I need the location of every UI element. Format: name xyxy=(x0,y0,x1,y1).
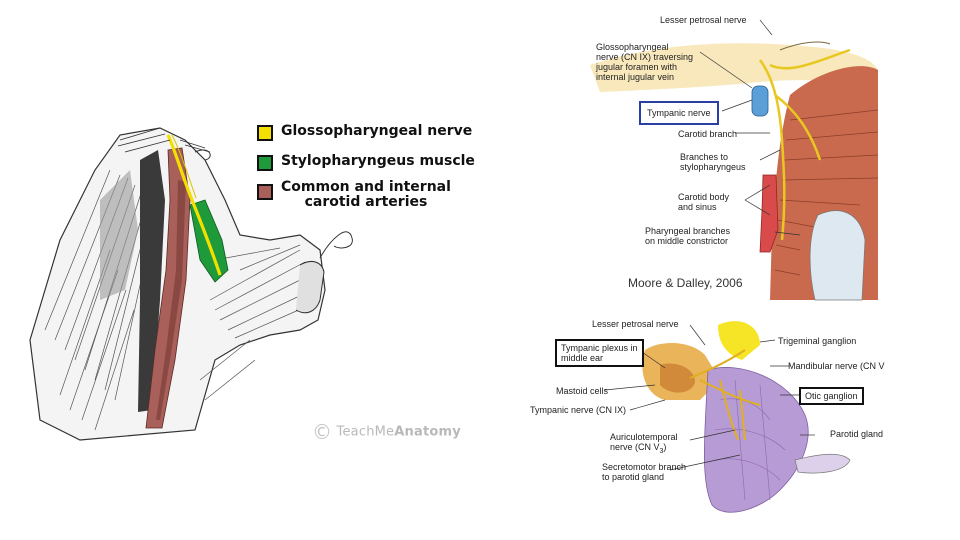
legend-swatch-green xyxy=(257,155,273,171)
legend-label-line1: Common and internal xyxy=(281,179,451,195)
label-carotid-branch: Carotid branch xyxy=(678,129,737,139)
label-glosso-line: internal jugular vein xyxy=(596,72,693,82)
parotid-duct xyxy=(795,454,850,473)
neck-dissection-illustration xyxy=(0,0,480,540)
watermark-text-b: Anatomy xyxy=(394,425,461,440)
label-line: stylopharyngeus xyxy=(680,162,746,172)
label-line: Secretomotor branch xyxy=(602,462,686,472)
copyright-icon: © xyxy=(312,420,332,444)
label-line: Auriculotemporal xyxy=(610,432,678,442)
label-glosso-line: Glossopharyngeal xyxy=(596,42,693,52)
label-lesser-petrosal-top: Lesser petrosal nerve xyxy=(660,15,747,25)
carotid-vessel xyxy=(760,175,778,252)
label-line: Branches to xyxy=(680,152,746,162)
label-carotid-body: Carotid body and sinus xyxy=(678,192,729,212)
legend-swatch-yellow xyxy=(257,125,273,141)
legend-item-glossopharyngeal: Glossopharyngeal nerve xyxy=(257,124,472,141)
lip-curl xyxy=(320,232,352,258)
label-lesser-petrosal-bottom: Lesser petrosal nerve xyxy=(592,319,679,329)
label-line-composite: nerve (CN V3) xyxy=(610,442,678,457)
label-glosso-line: jugular foramen with xyxy=(596,62,693,72)
label-line: Carotid body xyxy=(678,192,729,202)
legend-label-multiline: Common and internal carotid arteries xyxy=(281,180,451,210)
label-mastoid-cells: Mastoid cells xyxy=(556,386,608,396)
legend-item-stylopharyngeus: Stylopharyngeus muscle xyxy=(257,154,475,171)
label-secretomotor: Secretomotor branch to parotid gland xyxy=(602,462,686,482)
middle-ear xyxy=(660,364,695,393)
figure-credit: Moore & Dalley, 2006 xyxy=(628,276,743,290)
label-line: and sinus xyxy=(678,202,729,212)
cartilage xyxy=(810,211,865,300)
parotid-lobules xyxy=(715,380,785,500)
internal-jugular-vein xyxy=(752,86,768,116)
otic-nerves xyxy=(690,350,760,440)
label-mandibular-nerve: Mandibular nerve (CN V xyxy=(788,361,885,371)
label-tympanic-plexus: Tympanic plexus in middle ear xyxy=(555,339,644,367)
label-part: nerve (CN V xyxy=(610,442,660,452)
label-line: middle ear xyxy=(561,353,638,363)
temporal-region xyxy=(642,343,720,400)
trigeminal-ganglion xyxy=(718,321,760,360)
label-auriculotemporal: Auriculotemporal nerve (CN V3) xyxy=(610,432,678,457)
label-otic-ganglion: Otic ganglion xyxy=(799,387,864,405)
legend-swatch-brown xyxy=(257,184,273,200)
muscle-fibers xyxy=(775,110,878,275)
legend-label: Glossopharyngeal nerve xyxy=(281,124,472,139)
label-line: Tympanic plexus in xyxy=(561,343,638,353)
pharyngeal-muscle xyxy=(770,66,878,300)
legend-label-line2: carotid arteries xyxy=(305,194,428,210)
label-trigeminal-ganglion: Trigeminal ganglion xyxy=(778,336,856,346)
label-tympanic-nerve: Tympanic nerve xyxy=(639,101,719,125)
legend-label: Stylopharyngeus muscle xyxy=(281,154,475,169)
nerve-tracts xyxy=(760,50,850,240)
legend-item-carotid: Common and internal carotid arteries xyxy=(257,180,451,210)
label-tympanic-nerve-cn: Tympanic nerve (CN IX) xyxy=(530,405,626,415)
label-glosso-line: nerve (CN IX) traversing xyxy=(596,52,693,62)
watermark-text-a: TeachMe xyxy=(337,425,395,440)
label-part: ) xyxy=(663,442,666,452)
label-line: to parotid gland xyxy=(602,472,686,482)
label-line: Pharyngeal branches xyxy=(645,226,730,236)
parotid-gland xyxy=(704,367,808,512)
label-branches-stylopharyngeus: Branches to stylopharyngeus xyxy=(680,152,746,172)
watermark: © TeachMeAnatomy xyxy=(312,420,461,444)
label-pharyngeal-branches: Pharyngeal branches on middle constricto… xyxy=(645,226,730,246)
label-line: on middle constrictor xyxy=(645,236,730,246)
label-glossopharyngeal: Glossopharyngeal nerve (CN IX) traversin… xyxy=(596,42,693,82)
label-parotid-gland: Parotid gland xyxy=(830,429,883,439)
